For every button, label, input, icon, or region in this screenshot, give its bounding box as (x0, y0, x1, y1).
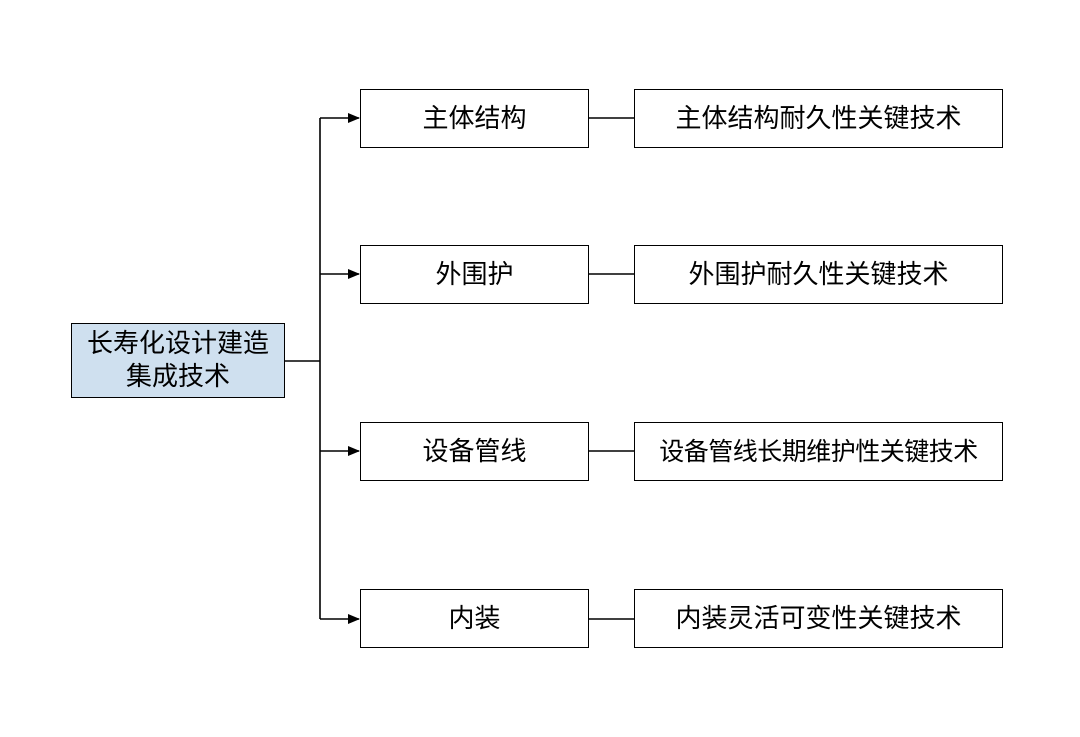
technology-node-structure: 主体结构耐久性关键技术 (634, 89, 1003, 148)
category-node-structure: 主体结构 (360, 89, 589, 148)
technology-label: 主体结构耐久性关键技术 (675, 103, 962, 134)
root-label-line-2: 集成技术 (125, 361, 230, 392)
category-label: 外围护 (435, 259, 514, 290)
category-label: 主体结构 (422, 103, 527, 134)
root-label-line-1: 长寿化设计建造 (86, 328, 269, 359)
category-node-equipment-pipelines: 设备管线 (360, 422, 589, 481)
category-node-interior: 内装 (360, 589, 589, 648)
technology-label: 外围护耐久性关键技术 (688, 259, 949, 290)
technology-label: 设备管线长期维护性关键技术 (659, 436, 978, 466)
category-label: 内装 (448, 603, 501, 634)
category-node-envelope: 外围护 (360, 245, 589, 304)
root-node: 长寿化设计建造 集成技术 (71, 323, 285, 398)
category-label: 设备管线 (422, 436, 527, 467)
technology-label: 内装灵活可变性关键技术 (675, 603, 962, 634)
technology-node-equipment-pipelines: 设备管线长期维护性关键技术 (634, 422, 1003, 481)
technology-node-interior: 内装灵活可变性关键技术 (634, 589, 1003, 648)
technology-node-envelope: 外围护耐久性关键技术 (634, 245, 1003, 304)
